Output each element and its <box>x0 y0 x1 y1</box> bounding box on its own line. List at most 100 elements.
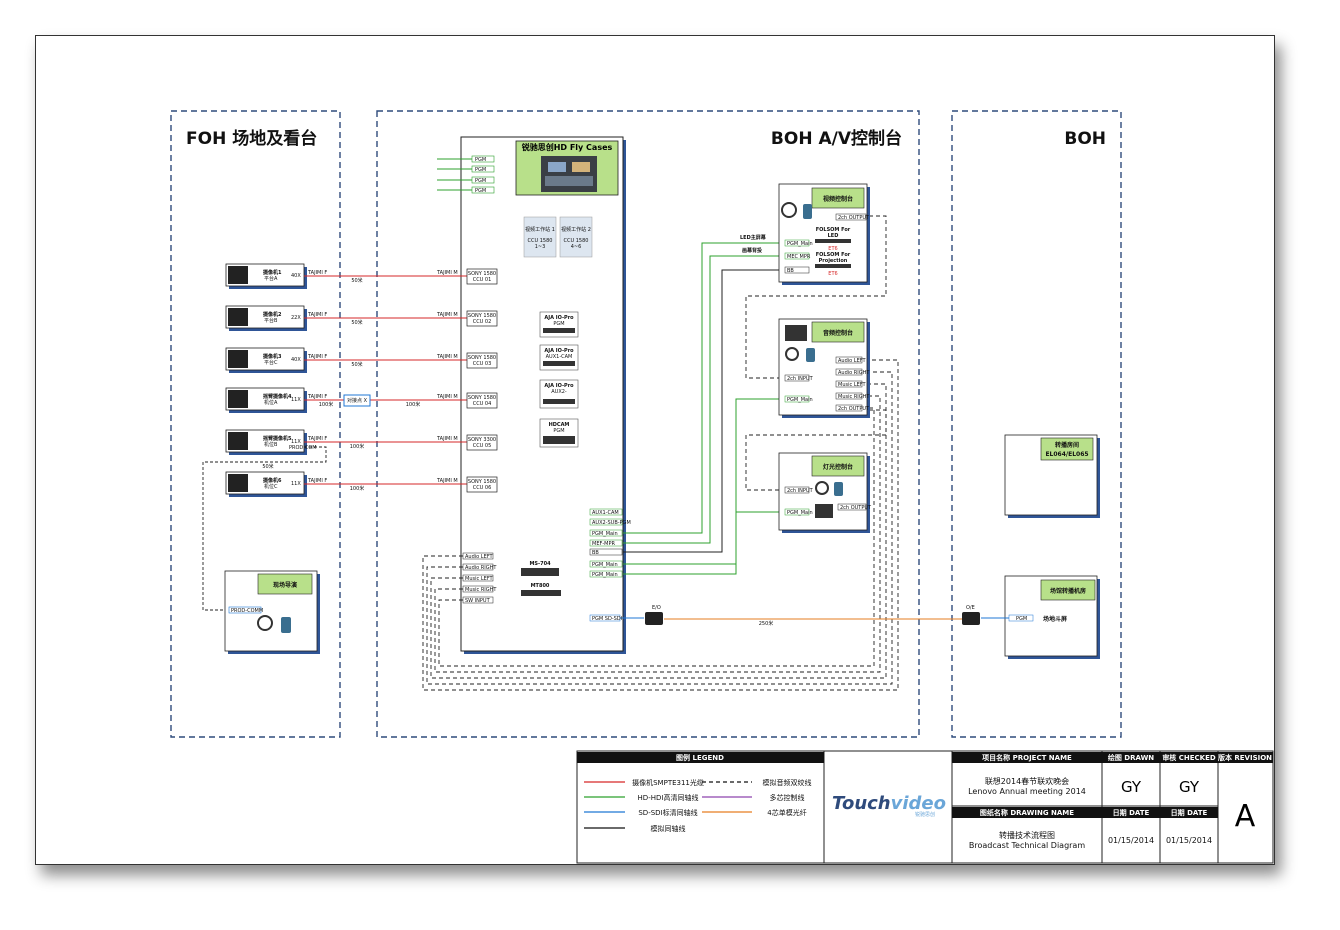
rack-port <box>589 560 623 568</box>
audio-console-outputs: Audio LEFT Audio RIGHT Music LEFT Music … <box>835 356 870 412</box>
svg-text:ET6: ET6 <box>828 271 837 277</box>
project-name-en: Lenovo Annual meeting 2014 <box>968 787 1086 796</box>
ccu-group-1 <box>523 216 557 258</box>
projection-label: 画幕背投 <box>742 247 763 254</box>
svg-text:4~6: 4~6 <box>571 244 582 250</box>
camera-zoom: 11X <box>291 439 301 445</box>
aja-unit: AJA IO-Pro AUX2- <box>539 379 579 409</box>
company-logo-cn: 锐驰思创 <box>915 811 935 818</box>
legend-label: 模拟音频双绞线 <box>763 778 812 787</box>
junction-box-label: 对接点 X <box>347 397 368 404</box>
signal-routes <box>623 242 782 575</box>
cam5-intercom-line <box>202 446 327 611</box>
cable-tag-right: TAJIMI M <box>436 312 458 318</box>
cable-tag-left: TAJIMI F <box>307 478 327 484</box>
boh-av-zone-title: BOH A/V控制台 <box>771 128 902 149</box>
ms-label: MS-704 <box>529 561 551 567</box>
checked-by: GY <box>1179 778 1200 796</box>
camera-icon <box>228 432 248 450</box>
cable-length: 50米 <box>351 361 362 368</box>
beltpack-icon <box>834 482 843 496</box>
camera-sub: 平台B <box>264 317 278 324</box>
svg-text:O/E: O/E <box>966 605 975 611</box>
junction-len-left: 100米 <box>319 401 334 408</box>
camera-name: 摄像机6 <box>263 477 282 484</box>
camera-sub: 机位B <box>264 441 278 448</box>
svg-text:ET6: ET6 <box>828 246 837 252</box>
svg-text:PGM: PGM <box>553 321 564 327</box>
svg-text:PGM: PGM <box>475 188 486 194</box>
light-console-title: 灯光控制台 <box>823 463 853 471</box>
camera-zoom: 22X <box>291 315 301 321</box>
camera-zoom: 11X <box>291 397 301 403</box>
rack-port-label: AUX2-SUB-PGM <box>592 520 631 526</box>
beltpack-icon <box>281 617 291 633</box>
ccu-number: CCU 04 <box>473 401 492 407</box>
rack-port-label: BB <box>592 550 599 556</box>
svg-text:PGM_Main: PGM_Main <box>787 510 813 516</box>
camera-sub: 平台A <box>264 275 278 282</box>
fly-case-photo <box>541 156 597 192</box>
foh-zone-title: FOH 场地及看台 <box>186 128 317 149</box>
ccu-model: SONY 1580 <box>468 355 496 361</box>
venue-screen-label: 场地斗屏 <box>1043 615 1067 623</box>
cable-length: 50米 <box>351 319 362 326</box>
rack-audio-port-label: SW INPUT <box>465 598 491 604</box>
legend-label: 多芯控制线 <box>770 793 805 802</box>
svg-text:PGM: PGM <box>553 428 564 434</box>
ccu-number: CCU 05 <box>473 443 492 449</box>
camera-name: 摄像机1 <box>263 269 282 276</box>
date-header-1: 日期 DATE <box>1113 808 1150 817</box>
ccu-box <box>466 268 498 285</box>
svg-text:2ch OUTPUT: 2ch OUTPUT <box>840 505 872 511</box>
svg-text:PGM_Main: PGM_Main <box>787 397 813 403</box>
junction-len-right: 100米 <box>406 401 421 408</box>
camera-sub: 平台C <box>264 359 278 366</box>
led-screen-label: LED主屏幕 <box>740 234 767 241</box>
video-console: 视频控制台 2ch OUTPUT FOLSOM For LED ET6 FOLS… <box>778 183 870 285</box>
cable-tag-left: TAJIMI F <box>307 354 327 360</box>
ccu-model: SONY 1580 <box>468 479 496 485</box>
foh-zone <box>170 110 341 738</box>
director-box: 现场导演 PROD-COMM <box>224 570 320 654</box>
pgm-input-tags: PGM PGM PGM PGM <box>471 155 495 194</box>
drawn-header: 绘图 DRAWN <box>1108 753 1154 762</box>
svg-text:MEC MPR: MEC MPR <box>787 254 811 260</box>
camera-zoom: 11X <box>291 481 301 487</box>
aja-unit: AJA IO-Pro AUX1-CAM <box>539 344 579 371</box>
camera-icon <box>228 390 248 408</box>
eo-converter <box>645 612 663 625</box>
svg-text:Projection: Projection <box>819 258 848 264</box>
revision-letter: A <box>1235 799 1256 834</box>
oe-converter <box>962 612 980 625</box>
date-2: 01/15/2014 <box>1166 836 1212 845</box>
cable-tag-right: TAJIMI M <box>436 354 458 360</box>
junction-box <box>343 394 371 407</box>
ccu-box <box>466 310 498 327</box>
ccu-model: SONY 3300 <box>468 437 496 443</box>
video-console-port-top: 2ch OUTPUT <box>838 215 870 221</box>
rack-port <box>589 548 623 556</box>
date-1: 01/15/2014 <box>1108 836 1154 845</box>
ccu-number: CCU 06 <box>473 485 492 491</box>
rack-port <box>589 508 623 516</box>
venue-room-title: 场馆转播机房 <box>1050 587 1086 595</box>
video-console-title: 视频控制台 <box>823 195 853 203</box>
svg-text:2ch INPUT: 2ch INPUT <box>787 488 814 494</box>
pgm-inputs <box>437 158 472 191</box>
ccu-group-2 <box>559 216 593 258</box>
camera-icon <box>228 474 248 492</box>
svg-text:PGM SD-SDI: PGM SD-SDI <box>592 616 622 622</box>
svg-text:FOLSOM For: FOLSOM For <box>816 252 851 258</box>
aja-unit: AJA IO-Pro PGM <box>539 311 579 338</box>
svg-text:视频工作站 1: 视频工作站 1 <box>525 226 555 233</box>
svg-text:AJA IO-Pro: AJA IO-Pro <box>544 348 574 354</box>
beltpack-icon <box>806 348 815 362</box>
prod-com-tag: PROD COM <box>289 445 317 451</box>
headset-icon <box>815 481 829 495</box>
revision-header: 版本 REVISION <box>1218 753 1272 762</box>
company-logo: Touchvideo <box>832 793 946 814</box>
